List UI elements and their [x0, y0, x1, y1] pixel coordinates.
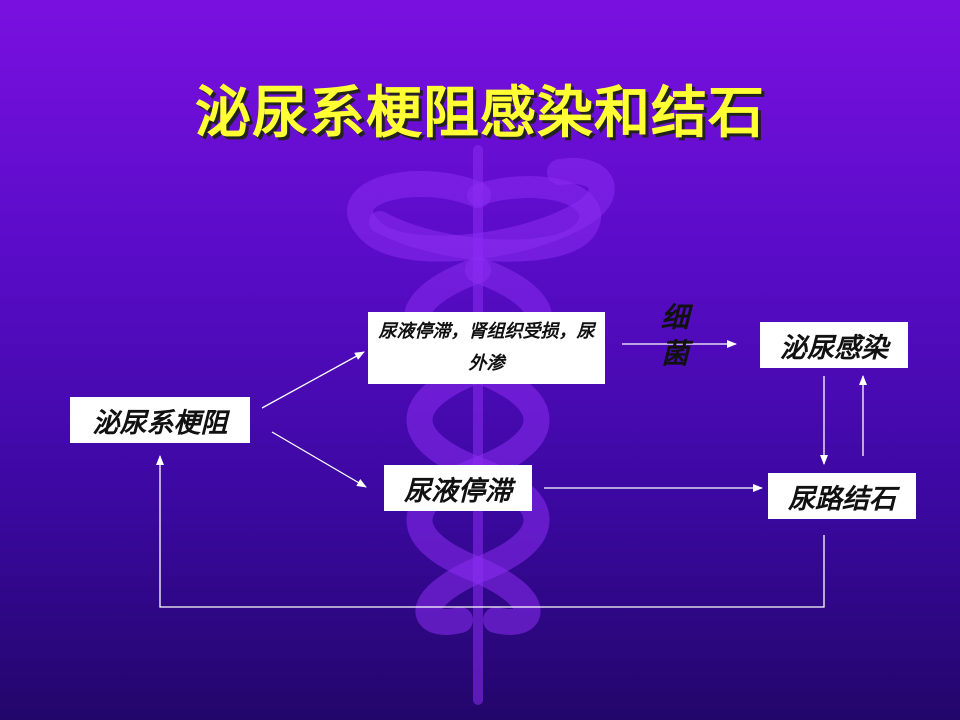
arrow-obstruction-to-stasis-damage [261, 351, 365, 409]
arrow-obstruction-to-stasis [271, 431, 367, 488]
edge-label-bacteria: 细菌 [660, 301, 689, 370]
node-urinary-obstruction: 泌尿系梗阻 [70, 397, 250, 443]
node-urinary-infection: 泌尿感染 [760, 322, 908, 368]
node-stasis-renal-damage: 尿液停滞，肾组织受损，尿外渗 [368, 312, 605, 384]
node-urine-stasis: 尿液停滞 [384, 465, 532, 511]
arrow-stone-to-obstruction [156, 455, 825, 608]
slide-title: 泌尿系梗阻感染和结石 [195, 81, 765, 146]
node-urinary-stone: 尿路结石 [768, 473, 916, 519]
